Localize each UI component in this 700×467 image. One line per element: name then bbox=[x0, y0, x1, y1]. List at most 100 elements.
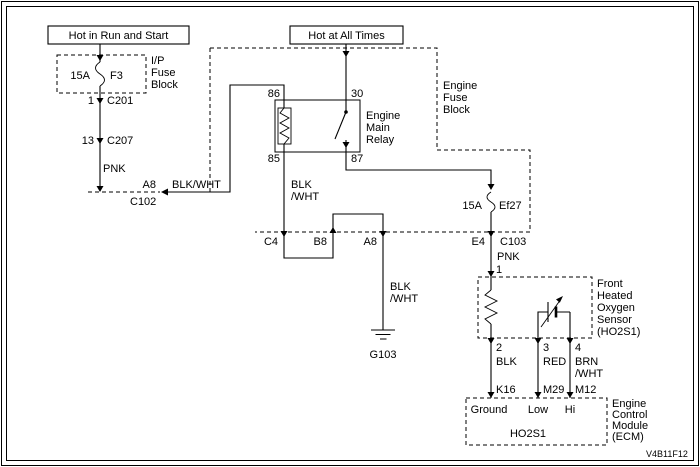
relay-ground-path: BLK /WHT BLK /WHT G103 bbox=[283, 144, 418, 361]
wire-c4-b8-jumper bbox=[283, 232, 334, 259]
ecm-term-hi: Hi bbox=[565, 404, 575, 416]
wire-color-brn: BRN bbox=[575, 356, 598, 368]
hot-run-label: Hot in Run and Start bbox=[69, 30, 169, 42]
relay-pin-86: 86 bbox=[268, 88, 280, 100]
wire-coil-feed bbox=[168, 84, 285, 193]
arrow-c207 bbox=[96, 138, 104, 144]
wire-color-brn-wht: /WHT bbox=[575, 368, 603, 380]
engine-fuse-block: Engine Fuse Block bbox=[209, 47, 531, 233]
wire-color-blk-coil: BLK bbox=[291, 179, 312, 191]
arrow-pin1 bbox=[487, 271, 495, 277]
fuse-f3-rating: 15A bbox=[70, 70, 90, 82]
ip-fuse-block: 15A F3 I/P Fuse Block bbox=[56, 44, 178, 186]
c102-name: C102 bbox=[130, 196, 156, 208]
ho2s-label-2: Heated bbox=[597, 290, 632, 302]
ecm-label-1: Engine bbox=[612, 398, 646, 410]
ecm: Ground Low Hi HO2S1 Engine Control Modul… bbox=[465, 397, 648, 446]
ecm-label-3: Module bbox=[612, 420, 648, 432]
c207-pin: 13 bbox=[82, 135, 94, 147]
arrow-b8 bbox=[329, 227, 337, 233]
figure-id: V4B11F12 bbox=[646, 449, 688, 459]
wire-b8-a8-bridge bbox=[332, 213, 384, 232]
efb-label-3: Block bbox=[443, 104, 470, 116]
ef27-branch: 15A Ef27 bbox=[345, 140, 522, 232]
arrow-m29 bbox=[534, 392, 542, 398]
ip-block-label-3: Block bbox=[151, 79, 178, 91]
arrow-before-ef27 bbox=[487, 184, 495, 190]
wire-color-blkwht-c102: BLK/WHT bbox=[172, 179, 221, 191]
c103-name: C103 bbox=[500, 236, 526, 248]
relay-label-2: Main bbox=[366, 122, 390, 134]
arrow-blkwht-into-c102 bbox=[161, 188, 168, 196]
cell-leads-and-plate bbox=[537, 302, 571, 338]
ecm-pin-k16: K16 bbox=[496, 384, 516, 396]
power-source-hot-run: Hot in Run and Start bbox=[47, 25, 190, 45]
c201-pin: 1 bbox=[88, 95, 94, 107]
arrow-c4 bbox=[280, 231, 288, 237]
c102-cavity: A8 bbox=[143, 179, 156, 191]
fuse-ef27-rating: 15A bbox=[462, 200, 482, 212]
relay-pin-85: 85 bbox=[268, 153, 280, 165]
wire-color-pnk-ip: PNK bbox=[103, 163, 126, 175]
heater-zigzag bbox=[483, 289, 499, 325]
engine-main-relay: 86 30 85 87 Engine Main Relay bbox=[268, 44, 400, 165]
arrow-k16 bbox=[487, 392, 495, 398]
ecm-pin-m12: M12 bbox=[575, 384, 596, 396]
ho2s-outline bbox=[477, 276, 593, 339]
wire-color-red: RED bbox=[543, 356, 566, 368]
engine-fuse-block-outline bbox=[209, 47, 531, 233]
hot-all-label: Hot at All Times bbox=[308, 30, 385, 42]
wire-color-pnk-ho2s: PNK bbox=[497, 251, 520, 263]
ho2s-label-1: Front bbox=[597, 278, 623, 290]
wire-87-to-ef27 bbox=[345, 140, 492, 184]
wires-ho2s-ecm bbox=[490, 338, 571, 398]
ground-bars bbox=[371, 329, 395, 340]
relay-pin-87: 87 bbox=[351, 153, 363, 165]
ho2s-pin-1: 1 bbox=[496, 264, 502, 276]
c103-cavity-a8: A8 bbox=[364, 236, 377, 248]
connector-c103: C4 B8 A8 E4 C103 bbox=[264, 227, 526, 248]
connector-c207: 13 C207 bbox=[82, 135, 134, 147]
efb-label-2: Fuse bbox=[443, 92, 467, 104]
c103-cavity-b8: B8 bbox=[314, 236, 327, 248]
relay-label-1: Engine bbox=[366, 110, 400, 122]
hot-run-box bbox=[47, 25, 190, 45]
ecm-label-2: Control bbox=[612, 409, 647, 421]
fuse-f3-glyph bbox=[95, 61, 105, 87]
ground-name: G103 bbox=[370, 349, 397, 361]
cell-arrow-head bbox=[556, 296, 563, 303]
sensor-cell bbox=[537, 296, 571, 338]
ecm-term-ground: Ground bbox=[471, 404, 508, 416]
ecm-outline bbox=[465, 397, 608, 446]
ho2s-label-4: Sensor bbox=[597, 314, 632, 326]
fuse-ef27-glyph bbox=[486, 191, 496, 213]
ecm-pin-m29: M29 bbox=[543, 384, 564, 396]
arrow-c201 bbox=[96, 98, 104, 104]
efb-label-1: Engine bbox=[443, 80, 477, 92]
power-source-hot-all-times: Hot at All Times bbox=[289, 25, 404, 45]
wire-color-blk-heater: BLK bbox=[496, 356, 517, 368]
relay-switch-blade bbox=[334, 111, 347, 140]
relay-coil-zigzag bbox=[279, 107, 290, 145]
ho2s-pin-3: 3 bbox=[543, 342, 549, 354]
relay-pin-30: 30 bbox=[351, 88, 363, 100]
fuse-ef27-id: Ef27 bbox=[499, 200, 522, 212]
c103-cavity-c4: C4 bbox=[264, 236, 278, 248]
arrow-pnk-into-c102 bbox=[96, 186, 104, 192]
arrow-into-ip-block bbox=[96, 55, 104, 61]
ip-block-label-1: I/P bbox=[151, 55, 164, 67]
connector-c102: A8 BLK/WHT C102 bbox=[88, 179, 221, 208]
ecm-internal-ho2s1: HO2S1 bbox=[510, 428, 546, 440]
ho2s-label-5: (HO2S1) bbox=[597, 326, 640, 338]
ho2s-pin-4: 4 bbox=[575, 342, 581, 354]
relay-label-3: Relay bbox=[366, 134, 395, 146]
c103-cavity-e4: E4 bbox=[472, 236, 485, 248]
page-border-inner bbox=[6, 6, 694, 461]
wire-color-wht-gnd: /WHT bbox=[390, 293, 418, 305]
c207-name: C207 bbox=[107, 135, 133, 147]
c201-name: C201 bbox=[107, 95, 133, 107]
arrow-m12 bbox=[566, 392, 574, 398]
ecm-term-low: Low bbox=[528, 404, 548, 416]
relay-box bbox=[274, 99, 361, 153]
